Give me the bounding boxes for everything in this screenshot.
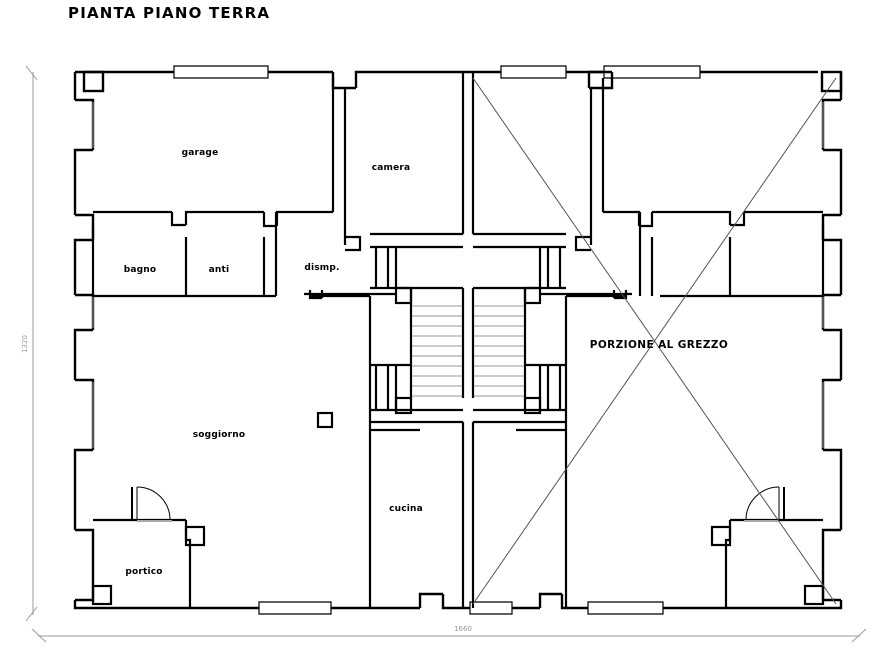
interior-walls-left	[91, 78, 420, 608]
stair-core-left	[304, 232, 465, 424]
dimension-bottom-label: 1660	[454, 625, 472, 633]
stair-treads-left	[412, 305, 462, 397]
stair-treads-right	[474, 305, 524, 397]
room-label-soggiorno: soggiorno	[193, 430, 246, 440]
dimension-bottom	[31, 628, 867, 643]
grezzo-crossout	[472, 77, 837, 605]
room-label-disimp: dismp.	[304, 263, 339, 273]
room-label-camera: camera	[372, 163, 411, 173]
door-swing-left	[131, 486, 172, 522]
room-label-cucina: cucina	[389, 504, 423, 514]
room-label-bagno: bagno	[124, 265, 157, 275]
window-openings-left	[92, 102, 824, 448]
room-label-anti: anti	[209, 265, 230, 275]
party-wall	[461, 72, 475, 608]
room-label-porzione-al-grezzo: PORZIONE AL GREZZO	[590, 339, 728, 351]
stair-core-right	[471, 232, 632, 424]
door-swing-right	[744, 486, 785, 522]
dimension-left-label: 1320	[21, 335, 29, 353]
page-title: PIANTA PIANO TERRA	[68, 4, 271, 22]
room-label-garage: garage	[182, 148, 219, 158]
dimension-left	[25, 65, 38, 622]
room-label-portico: portico	[125, 567, 162, 577]
